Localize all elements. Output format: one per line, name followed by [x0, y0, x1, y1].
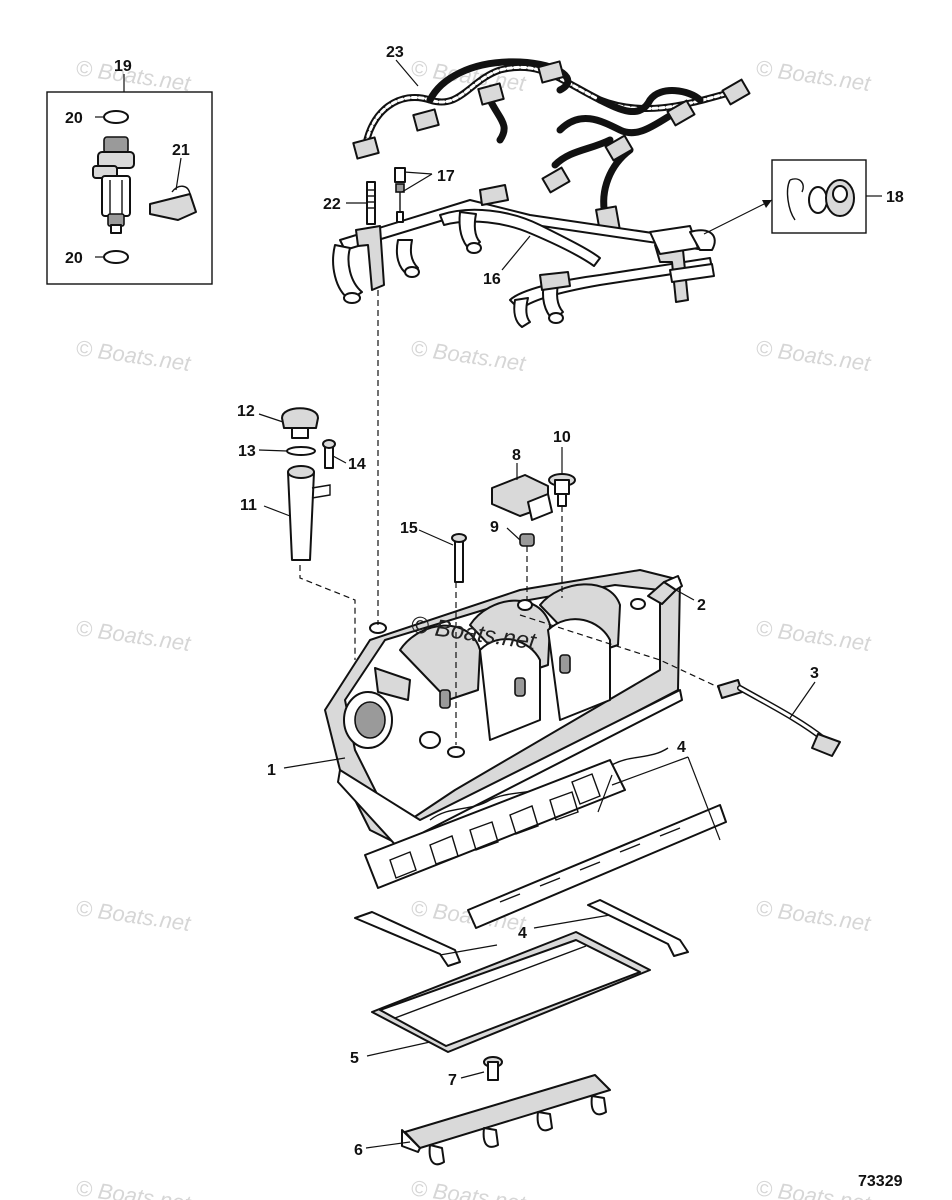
manifold-gaskets [354, 759, 727, 967]
callout-10: 10 [553, 429, 571, 446]
regulator-inset [703, 159, 882, 235]
callout-7: 7 [448, 1072, 457, 1089]
figure-number: 73329 [858, 1173, 903, 1190]
oil-fill-cap [281, 407, 319, 429]
callout-5: 5 [350, 1050, 359, 1067]
callout-12: 12 [237, 403, 255, 420]
callout-22: 22 [323, 196, 341, 213]
watermark: © Boats.net [74, 895, 193, 936]
injector-inset [46, 74, 213, 285]
watermark: © Boats.net [754, 615, 873, 656]
oil-fill-assembly [281, 407, 336, 561]
watermark: © Boats.net [754, 55, 873, 96]
leader-lines [258, 59, 816, 1149]
callout-4: 4 [677, 739, 686, 756]
callout-18: 18 [886, 189, 904, 206]
callout-20b: 20 [65, 250, 83, 267]
schrader-valve [394, 167, 406, 183]
injector-clip [149, 193, 197, 221]
callout-2: 2 [697, 597, 706, 614]
intake-manifold [324, 569, 683, 851]
lower-bracket [401, 1056, 611, 1166]
alignment-lines [299, 290, 721, 745]
watermark: © Boats.net [74, 1175, 193, 1200]
callout-21: 21 [172, 142, 190, 159]
callout-14: 14 [348, 456, 366, 473]
watermark: © Boats.net [74, 615, 193, 656]
callout-9: 9 [490, 519, 499, 536]
callout-17: 17 [437, 168, 455, 185]
oil-fill-tube [287, 471, 315, 561]
watermark: © Boats.net [754, 335, 873, 376]
manifold-bolt [454, 539, 464, 583]
wire-harness [352, 58, 751, 235]
callout-16: 16 [483, 271, 501, 288]
callout-11: 11 [240, 497, 257, 514]
watermark: © Boats.net [74, 335, 193, 376]
callout-8: 8 [512, 447, 521, 464]
rail-stud [366, 181, 376, 225]
valley-baffle [371, 931, 651, 1053]
watermark: © Boats.net [409, 1175, 528, 1200]
fuel-injector [92, 136, 135, 234]
callout-15: 15 [400, 520, 418, 537]
watermark: © Boats.net [754, 1175, 873, 1200]
callout-4b: 4 [518, 925, 527, 942]
fuel-rail-assembly [332, 58, 882, 328]
callout-20: 20 [65, 110, 83, 127]
callout-6: 6 [354, 1142, 363, 1159]
callout-1: 1 [267, 762, 276, 779]
callout-23: 23 [386, 44, 404, 61]
callout-19: 19 [114, 58, 132, 75]
watermark: © Boats.net [74, 55, 193, 96]
callout-labels: 1 2 3 4 4 5 6 7 8 9 10 11 12 13 14 15 16… [65, 44, 904, 1159]
watermark: © Boats.net [754, 895, 873, 936]
callout-13: 13 [238, 443, 256, 460]
callout-3: 3 [810, 665, 819, 682]
watermark: © Boats.net [409, 335, 528, 376]
